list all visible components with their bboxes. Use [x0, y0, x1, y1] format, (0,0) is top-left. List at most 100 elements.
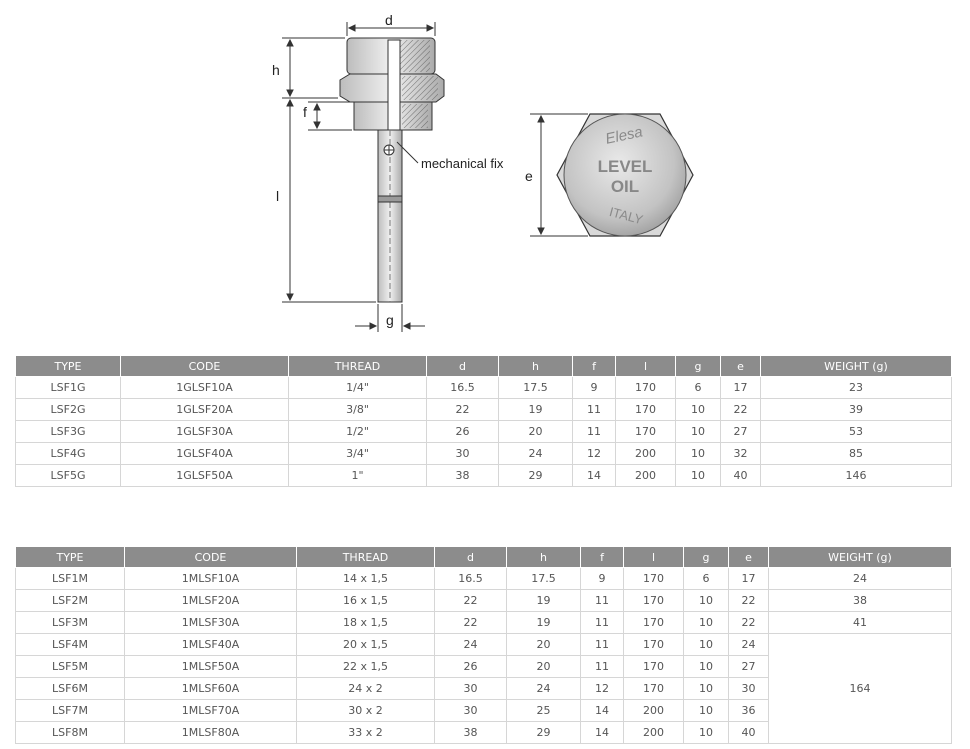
table-cell: 10 — [683, 611, 729, 634]
table-cell: 1GLSF20A — [120, 398, 289, 421]
table-cell: 24 — [728, 633, 769, 656]
table-cell: 11 — [580, 633, 624, 656]
dim-label-d: d — [385, 12, 393, 28]
table-cell: 39 — [760, 398, 952, 421]
cap-line1-text: LEVEL — [598, 157, 653, 176]
table-cell: 1MLSF40A — [124, 633, 297, 656]
table-cell: 200 — [623, 721, 684, 744]
table-cell: 27 — [728, 655, 769, 678]
column-header: e — [720, 355, 761, 377]
table-cell: 10 — [675, 464, 721, 487]
table-cell: 10 — [675, 398, 721, 421]
table-cell: 22 — [434, 589, 507, 612]
table-cell: 11 — [580, 611, 624, 634]
table-cell: LSF5G — [15, 464, 121, 487]
table-cell: 53 — [760, 420, 952, 443]
table-cell: 40 — [720, 464, 761, 487]
table-cell: 10 — [683, 655, 729, 678]
drawing-svg: Elesa LEVEL OIL ITALY — [282, 22, 694, 332]
table-cell: 33 x 2 — [296, 721, 435, 744]
table-cell: 22 — [720, 398, 761, 421]
table-cell: 24 — [506, 677, 581, 700]
table-cell: 1MLSF60A — [124, 677, 297, 700]
table-cell: 30 — [728, 677, 769, 700]
table-cell: 22 — [728, 611, 769, 634]
table-cell: 10 — [683, 633, 729, 656]
table-cell: 29 — [506, 721, 581, 744]
dim-label-f: f — [303, 104, 307, 120]
table-cell: 170 — [623, 589, 684, 612]
column-header: l — [623, 546, 684, 568]
table-cell: 3/4" — [288, 442, 427, 465]
table-cell: 24 — [498, 442, 573, 465]
table-cell: 85 — [760, 442, 952, 465]
table-cell: 12 — [572, 442, 616, 465]
table-cell: 1MLSF70A — [124, 699, 297, 722]
table-cell: LSF4G — [15, 442, 121, 465]
dim-label-g: g — [386, 312, 394, 328]
table-cell: 18 x 1,5 — [296, 611, 435, 634]
table-cell: LSF1M — [15, 567, 125, 590]
column-header: THREAD — [296, 546, 435, 568]
column-header: d — [426, 355, 499, 377]
table-cell: LSF2G — [15, 398, 121, 421]
table-cell: 27 — [720, 420, 761, 443]
column-header: g — [675, 355, 721, 377]
table-cell: 1MLSF50A — [124, 655, 297, 678]
table-cell: 170 — [623, 633, 684, 656]
dim-label-e: e — [525, 168, 533, 184]
table-cell: 17.5 — [498, 376, 573, 399]
table-cell: 1MLSF10A — [124, 567, 297, 590]
table-cell: 10 — [683, 589, 729, 612]
table-cell: 12 — [580, 677, 624, 700]
side-view — [282, 22, 445, 332]
table-cell: LSF8M — [15, 721, 125, 744]
dim-label-l: l — [276, 188, 280, 204]
table-cell: 1GLSF10A — [120, 376, 289, 399]
table-cell: LSF3G — [15, 420, 121, 443]
table-cell: 14 — [580, 721, 624, 744]
table-cell: 200 — [615, 442, 676, 465]
column-header: WEIGHT (g) — [760, 355, 952, 377]
table-cell: 170 — [623, 567, 684, 590]
column-header: WEIGHT (g) — [768, 546, 952, 568]
table-cell: 170 — [623, 677, 684, 700]
column-header: g — [683, 546, 729, 568]
table-cell: 1GLSF50A — [120, 464, 289, 487]
table-cell: 30 — [434, 677, 507, 700]
table-cell: 32 — [720, 442, 761, 465]
table-cell: 10 — [675, 442, 721, 465]
column-header: l — [615, 355, 676, 377]
table-cell: LSF5M — [15, 655, 125, 678]
table-cell: 30 — [426, 442, 499, 465]
table-cell: 23 — [760, 376, 952, 399]
weight-cell: 38 — [768, 589, 952, 612]
cap-line2-text: OIL — [611, 177, 639, 196]
table-cell: 14 x 1,5 — [296, 567, 435, 590]
table-cell: 16.5 — [426, 376, 499, 399]
column-header: h — [498, 355, 573, 377]
dim-label-h: h — [272, 62, 280, 78]
table-cell: 36 — [728, 699, 769, 722]
table-cell: 1GLSF30A — [120, 420, 289, 443]
table-cell: 10 — [683, 699, 729, 722]
table-cell: 170 — [615, 376, 676, 399]
table-cell: 22 — [728, 589, 769, 612]
table-cell: 29 — [498, 464, 573, 487]
table-cell: 16.5 — [434, 567, 507, 590]
top-view: Elesa LEVEL OIL ITALY — [530, 113, 694, 237]
table-cell: 38 — [426, 464, 499, 487]
table-cell: 1MLSF20A — [124, 589, 297, 612]
